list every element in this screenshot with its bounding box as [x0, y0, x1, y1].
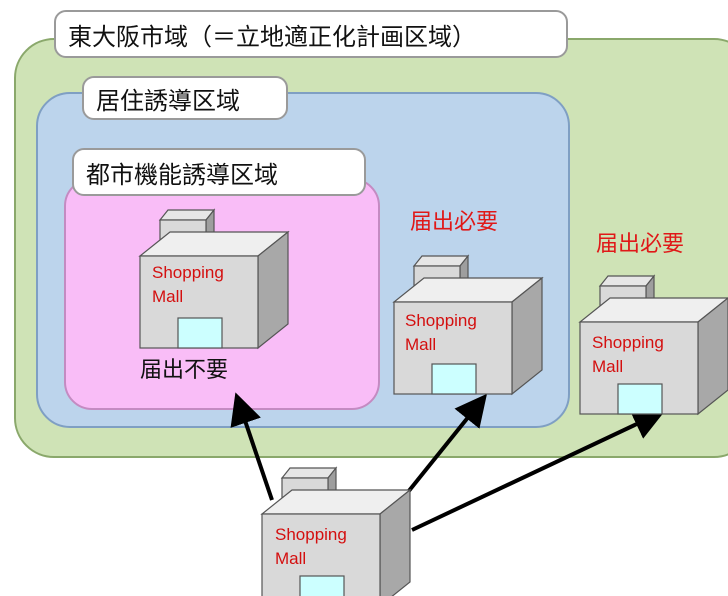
mall-label-line1: Shopping — [405, 311, 477, 330]
mall-label-line2: Mall — [152, 287, 184, 306]
mall-label-line1: Shopping — [592, 333, 664, 352]
mall-label-line1: Shopping — [275, 525, 347, 544]
arrow-to-residential-zone — [406, 393, 488, 494]
arrow-to-urban-zone — [230, 392, 274, 501]
mall-label-line2: Mall — [275, 549, 307, 568]
notification-required-text-residential: 届出必要 — [410, 210, 499, 235]
mall-label-line1: Shopping — [152, 263, 224, 282]
notification-not-required-text: 届出不要 — [140, 358, 229, 383]
arrow-to-city-zone — [411, 409, 666, 532]
mall-label-line2: Mall — [405, 335, 437, 354]
residential-zone-label: 居住誘導区域 — [82, 76, 288, 120]
mall-label-line2: Mall — [592, 357, 624, 376]
notification-required-text-city: 届出必要 — [596, 232, 685, 257]
urban-function-zone-label: 都市機能誘導区域 — [72, 148, 366, 196]
city-area-label: 東大阪市域（＝立地適正化計画区域） — [54, 10, 568, 58]
